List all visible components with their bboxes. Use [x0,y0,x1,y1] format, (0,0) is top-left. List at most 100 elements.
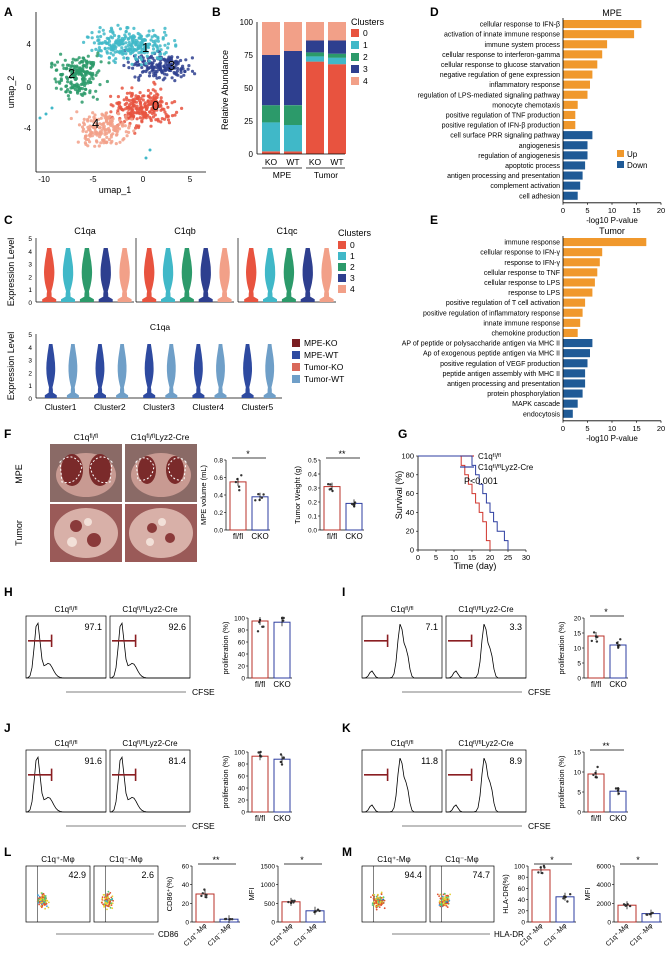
group-label: MPE [273,170,292,180]
umap-point [97,144,101,148]
stacked-bar-segment [328,64,346,154]
umap-point [156,39,160,43]
go-term-label: cellular response to glucose starvation [441,62,560,69]
flow-dot [444,898,447,901]
umap-point [100,122,104,127]
umap-point [145,50,149,54]
ytick: 100 [234,750,245,757]
umap-point [89,80,93,84]
violin-shape [94,344,106,398]
bar [251,755,269,813]
umap-point [149,124,153,128]
umap-point [70,72,74,76]
legend-label: Down [627,161,647,170]
ytick: 0 [577,810,581,817]
bar [251,496,269,531]
flow-dot [100,901,103,904]
flow-dot [449,893,451,896]
umap-point [122,63,126,68]
category-label: C1q⁻-Mφ [629,922,655,948]
flow-dot [104,897,107,900]
x-axis-label: CD86 [158,930,179,939]
umap-point [163,30,167,34]
col-label: C1qᶠˡ/ᶠˡ [74,432,99,442]
umap-point [95,54,99,58]
umap-point [111,45,115,49]
umap-point [123,124,127,128]
flow-dot [436,893,439,896]
flow-dot [41,900,43,902]
mpe-tumor-photos: C1qᶠˡ/ᶠˡ C1qᶠˡ/ᶠˡLyz2-Cre MPE Tumor [14,432,364,562]
panel-letters: A B D C E F G H I J K L M [4,5,439,859]
percent-value: 97.1 [84,622,102,632]
umap-point [98,26,102,30]
umap-point [151,39,155,44]
data-point [614,787,618,790]
percent-value: 42.9 [68,870,86,880]
ytick: 5 [577,790,581,797]
umap-point [75,58,79,62]
umap-point [109,110,113,114]
legend-label: MPE-KO [304,338,338,348]
flow-dot [439,897,442,900]
umap-point [150,106,154,110]
flow-dot [443,892,446,895]
umap-point [77,56,81,60]
umap-point [140,50,144,54]
umap-point [155,76,159,80]
data-point [592,631,596,634]
flow-dot [111,907,114,910]
x-axis-label: CFSE [192,687,215,697]
data-point [316,909,319,912]
umap-point [124,41,128,45]
xtick: -10 [38,175,50,184]
umap-point [147,94,151,98]
legend-swatch [351,77,359,85]
umap-point [127,40,131,45]
umap-point [86,54,90,58]
xtick: 30 [522,553,530,562]
umap-point [162,57,166,61]
ytick: 50 [244,84,253,93]
data-point [256,630,260,633]
umap-point [58,81,62,85]
umap-point [93,113,97,117]
ytick: 0.4 [308,472,317,479]
umap-point [93,144,97,148]
ytick: 5 [28,332,32,339]
flow-dot [112,899,114,902]
umap-point [157,76,161,80]
legend-label: Up [627,150,638,159]
umap-point [146,88,150,93]
umap-point [155,108,159,112]
ytick: 2 [28,370,32,377]
flow-dot [107,905,110,908]
category-label: fl/fl [233,532,243,541]
flow-dot [380,901,382,903]
flow-dot [377,893,379,896]
mpe-go-enrichment: MPE cellular response to IFN-βactivation… [418,8,666,225]
histogram-curve [362,623,442,679]
data-point [353,503,356,506]
umap-point [171,66,175,70]
umap-point [127,32,131,36]
ytick: 60 [518,886,526,893]
umap-point [111,104,115,108]
umap-point [114,45,118,49]
violin-shape [179,248,194,302]
umap-point [166,46,170,50]
percent-value: 94.4 [404,870,422,880]
histogram-label: C1qᶠˡ/ᶠˡ [54,605,77,614]
umap-point [159,48,163,52]
go-term-label: regulation of LPS-mediated signaling pat… [418,92,561,99]
legend-title: Clusters [351,17,385,27]
umap-point [126,60,130,64]
umap-point [136,31,140,36]
umap-point [53,63,57,67]
data-point [260,496,264,499]
ytick: 0 [241,810,245,817]
ytick: 40 [238,652,246,659]
category-label: C1q⁻-Mφ [543,922,569,948]
violin-title: C1qa [150,322,171,332]
bar [273,621,291,679]
